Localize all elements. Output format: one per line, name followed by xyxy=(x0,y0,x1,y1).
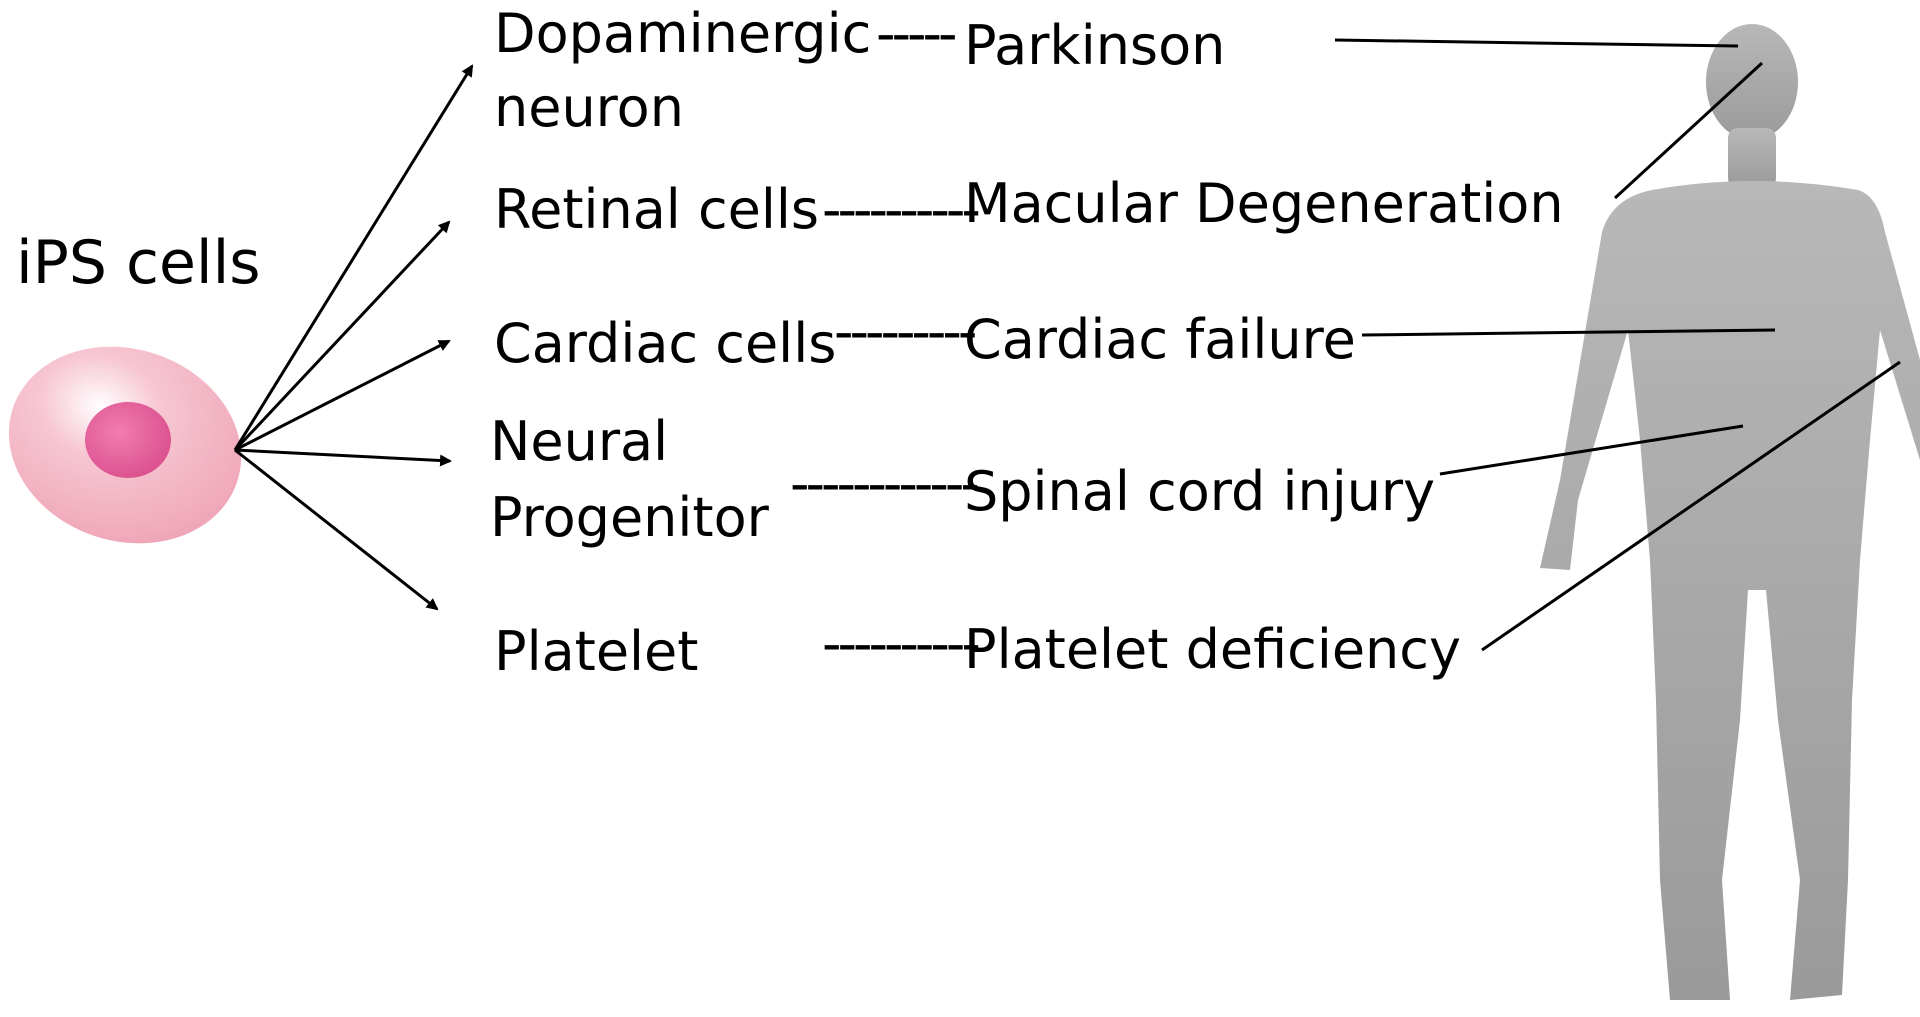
connector-cardiac: --------- xyxy=(834,300,973,364)
diagram-title: iPS cells xyxy=(16,228,261,298)
disease-platelet-deficiency: Platelet deficiency xyxy=(964,618,1461,682)
connector-neural-progenitor: ------------ xyxy=(790,452,976,516)
cell-nucleus xyxy=(85,402,171,478)
connector-platelet: ---------- xyxy=(822,612,977,676)
differentiation-arrows xyxy=(235,66,472,609)
disease-cardiac-failure: Cardiac failure xyxy=(964,308,1356,372)
arrow-retinal xyxy=(235,222,449,450)
cell-type-dopaminergic-line1: Dopaminergic xyxy=(494,2,871,66)
leader-parkinson xyxy=(1335,40,1738,46)
arrow-neural-progenitor xyxy=(235,450,450,461)
ips-cell-illustration xyxy=(0,317,267,573)
disease-spinal-cord-injury: Spinal cord injury xyxy=(964,460,1435,524)
connector-dopaminergic: ----- xyxy=(876,2,953,66)
connector-retinal: ---------- xyxy=(822,178,977,242)
disease-parkinson: Parkinson xyxy=(964,14,1225,78)
cell-type-retinal: Retinal cells xyxy=(494,178,819,242)
human-silhouette-icon xyxy=(1540,24,1920,1000)
arrow-dopaminergic xyxy=(235,66,472,450)
arrow-platelet xyxy=(235,450,437,609)
cell-type-neural-progenitor-line2: Progenitor xyxy=(490,486,769,550)
disease-macular-degeneration: Macular Degeneration xyxy=(964,172,1564,236)
cell-type-platelet: Platelet xyxy=(494,620,698,684)
cell-type-cardiac: Cardiac cells xyxy=(494,312,836,376)
cell-type-neural-progenitor-line1: Neural xyxy=(490,410,668,474)
cell-type-dopaminergic-line2: neuron xyxy=(494,76,684,140)
